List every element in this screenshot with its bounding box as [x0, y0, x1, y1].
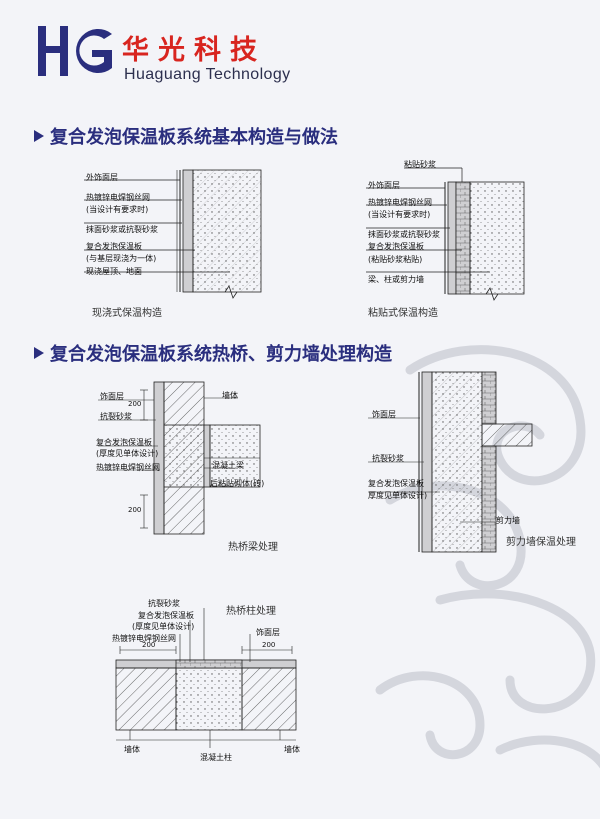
- label: 抗裂砂浆: [372, 454, 404, 463]
- caption-beam: 热桥梁处理: [228, 542, 278, 553]
- label: 粘贴砂浆: [404, 160, 436, 169]
- label: 抹面砂浆或抗裂砂浆: [368, 230, 440, 239]
- arrow-bullet-icon: [34, 130, 44, 142]
- label: 厚度见单体设计): [368, 491, 428, 500]
- label: (当设计有要求时): [368, 210, 431, 219]
- diagram-adhesive: [366, 167, 525, 301]
- dimension: 200: [128, 506, 142, 514]
- brand-name-en: Huaguang Technology: [124, 66, 291, 83]
- label: 梁、柱或剪力墙: [368, 275, 424, 284]
- section1-title: 复合发泡保温板系统基本构造与做法: [50, 127, 338, 148]
- label: 抗裂砂浆: [100, 412, 132, 421]
- label: 复合发泡保温板: [86, 242, 142, 251]
- label: 复合发泡保温板: [368, 242, 424, 251]
- diagram-cast-in-place: [84, 169, 262, 299]
- caption-cast-in-place: 现浇式保温构造: [92, 308, 162, 319]
- label: 复合发泡保温板: [96, 438, 152, 447]
- arrow-bullet-icon: [34, 347, 44, 359]
- section2-title: 复合发泡保温板系统热桥、剪力墙处理构造: [50, 344, 392, 365]
- label: (厚度见单体设计): [96, 449, 159, 458]
- dimension: 200: [142, 641, 156, 649]
- label: 剪力墙: [496, 516, 520, 525]
- label: 外饰面层: [368, 181, 400, 190]
- diagram-thermal-bridge-column: [115, 608, 297, 748]
- label: 热镀锌电焊钢丝网: [368, 198, 432, 207]
- label: 混凝土梁: [212, 461, 244, 470]
- label: (厚度见单体设计): [132, 622, 195, 631]
- label: 抗裂砂浆: [148, 599, 180, 608]
- caption-shear-wall: 剪力墙保温处理: [506, 537, 576, 548]
- label: 热镀锌电焊钢丝网: [96, 463, 160, 472]
- label: (粘贴砂浆粘贴): [368, 255, 423, 264]
- label: 热镀锌电焊钢丝网: [112, 634, 176, 643]
- label: 饰面层: [372, 410, 396, 419]
- label: 现浇屋顶、地面: [86, 267, 142, 276]
- hg-logo-icon: [38, 26, 112, 76]
- section2-heading: 复合发泡保温板系统热桥、剪力墙处理构造: [34, 340, 392, 366]
- caption-adhesive: 粘贴式保温构造: [368, 308, 438, 319]
- section1-heading: 复合发泡保温板系统基本构造与做法: [34, 123, 338, 149]
- label: 复合发泡保温板: [138, 611, 194, 620]
- caption-column: 热桥柱处理: [226, 606, 276, 617]
- label: 后粘贴砌体(砖): [210, 479, 265, 488]
- label: 热镀锌电焊钢丝网: [86, 193, 150, 202]
- label: 抹面砂浆或抗裂砂浆: [86, 225, 158, 234]
- dimension: 200: [262, 641, 276, 649]
- label: 墙体: [222, 391, 238, 400]
- label: 墙体: [124, 745, 140, 754]
- label: (与基层现浇为一体): [86, 254, 157, 263]
- label: 饰面层: [100, 392, 124, 401]
- dimension: 200: [128, 400, 142, 408]
- label: 混凝土柱: [200, 753, 232, 762]
- label: 饰面层: [256, 628, 280, 637]
- diagram-thermal-bridge-beam: [98, 381, 261, 535]
- label: (当设计有要求时): [86, 205, 149, 214]
- label: 复合发泡保温板: [368, 479, 424, 488]
- brand-name-cn: 华光科技: [122, 35, 266, 66]
- diagram-shear-wall: [368, 371, 533, 553]
- label: 墙体: [284, 745, 300, 754]
- label: 外饰面层: [86, 173, 118, 182]
